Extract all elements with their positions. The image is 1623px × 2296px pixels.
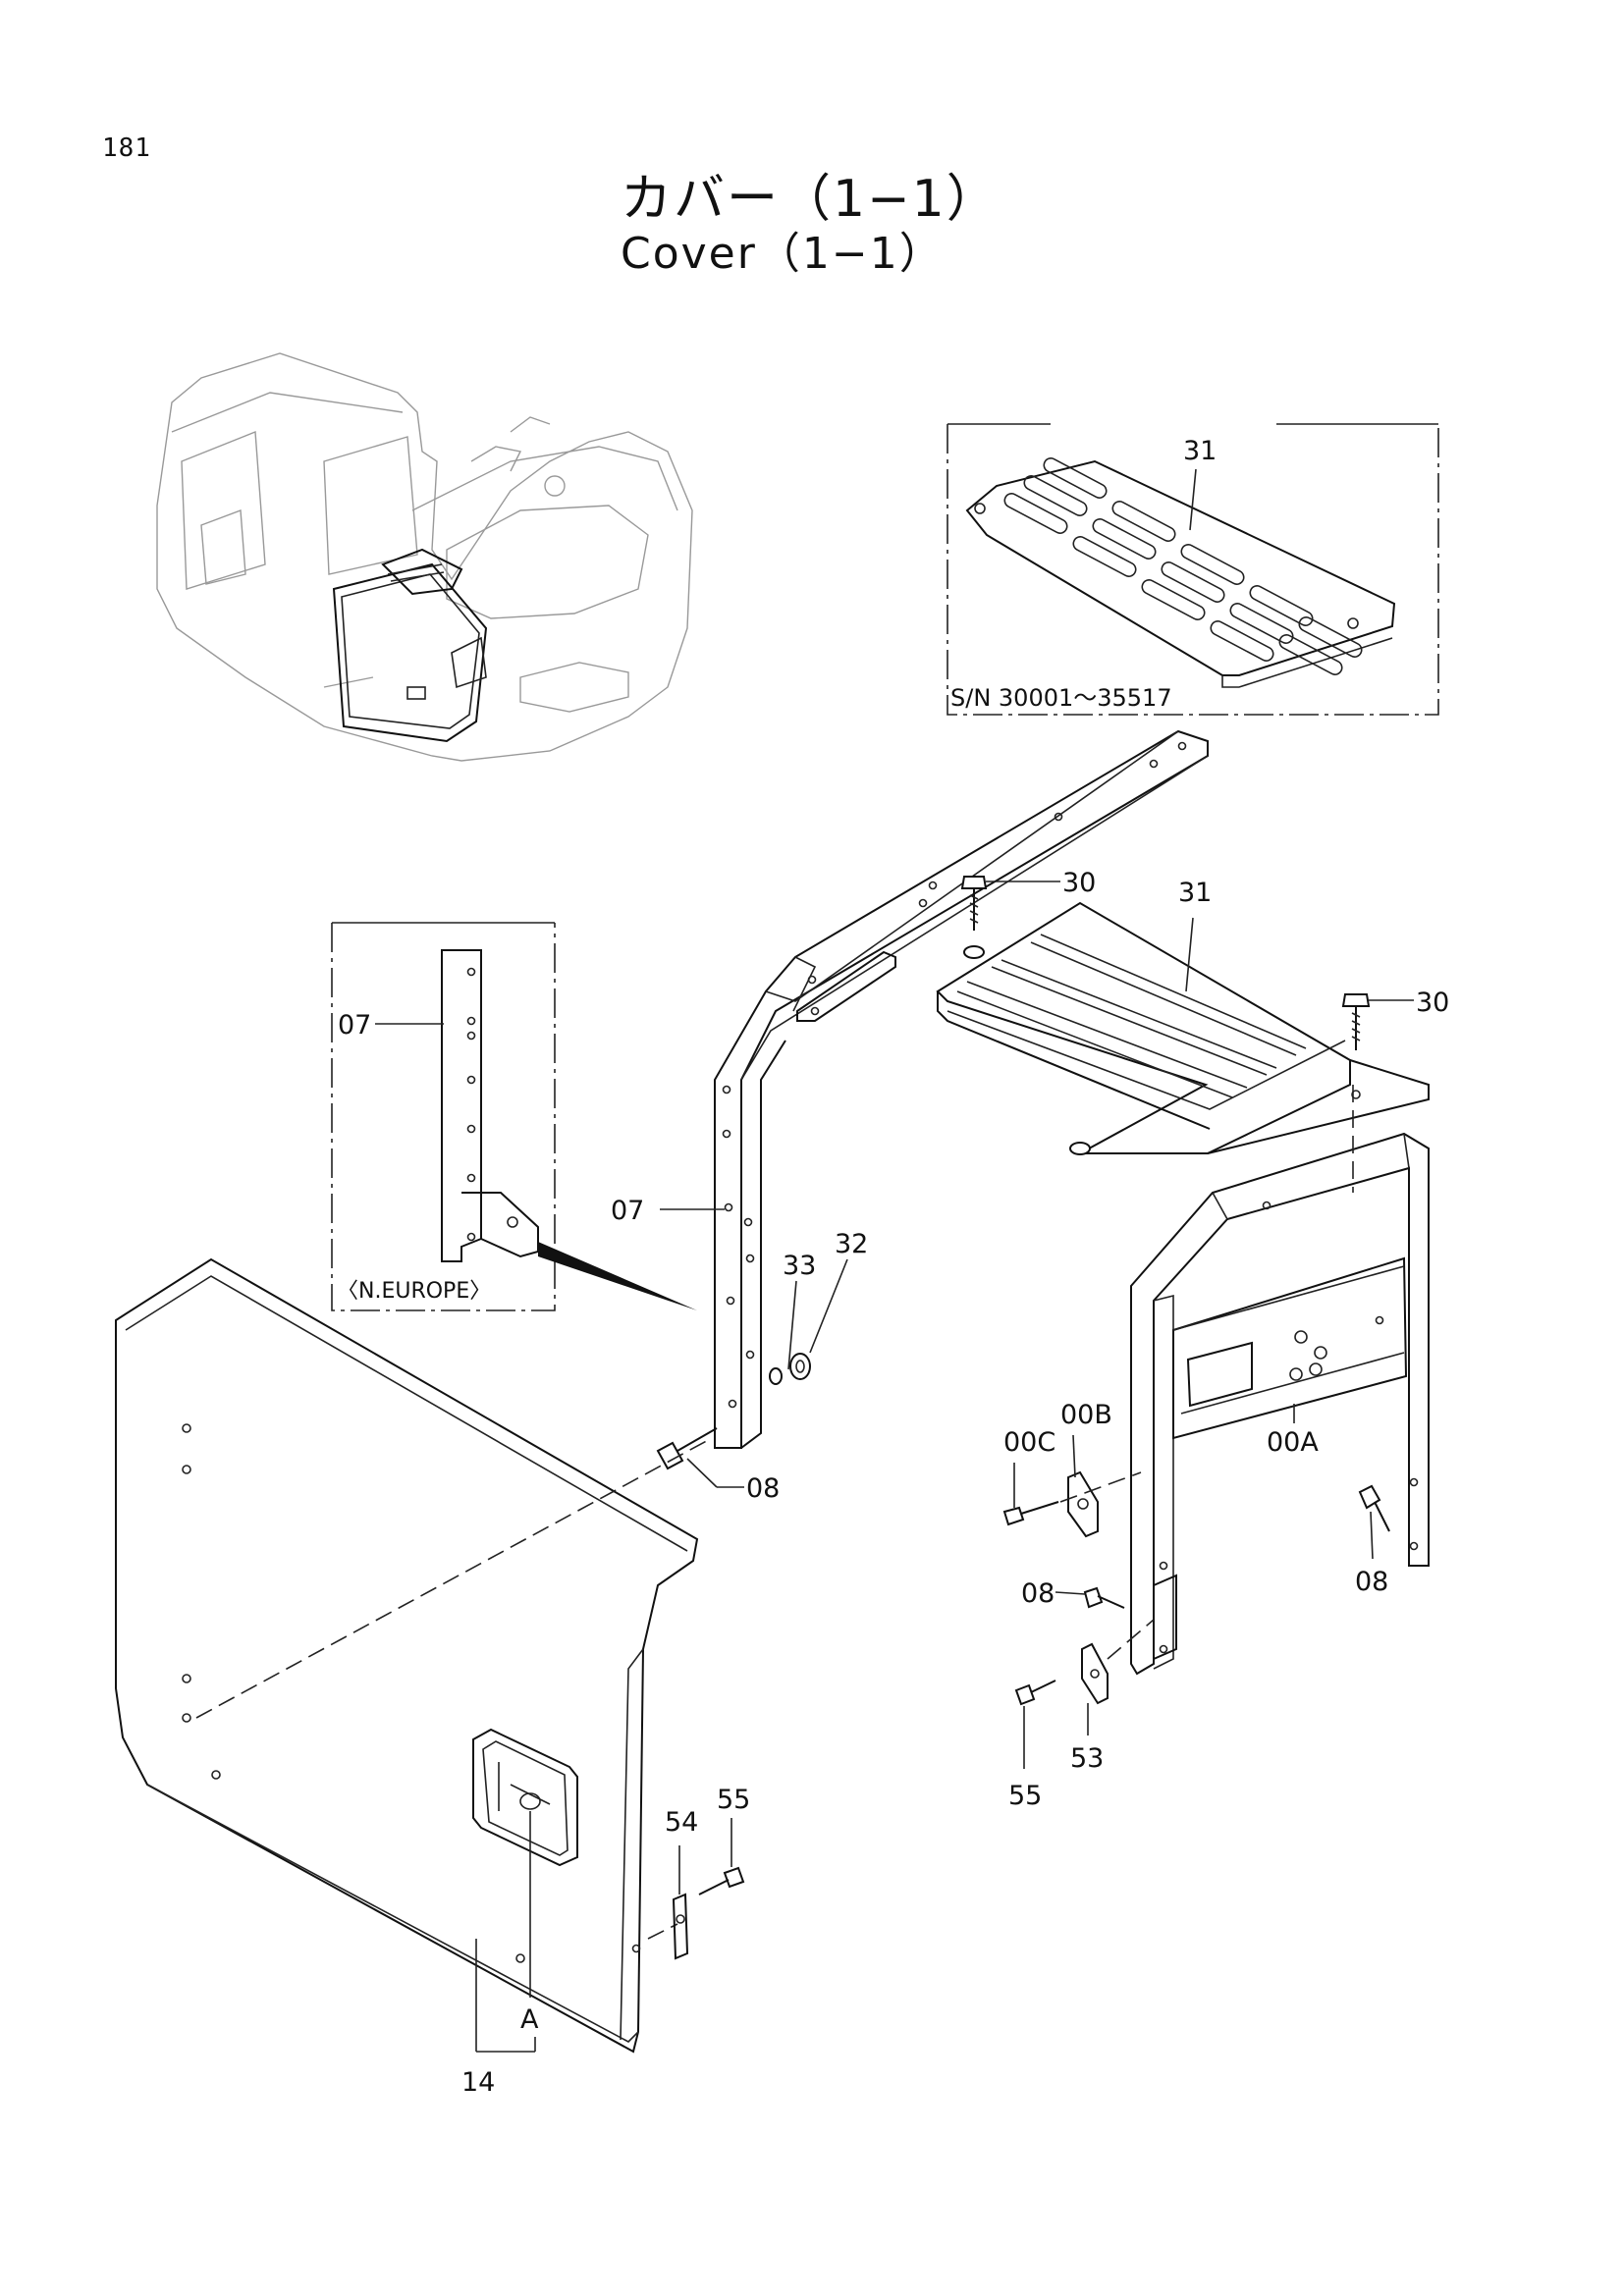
bolt-55-right <box>1014 1680 1056 1706</box>
bolt-08-left <box>656 1427 718 1470</box>
serial-inset-box <box>947 423 1439 716</box>
leader-08-middle <box>1055 1591 1086 1595</box>
callout-00C: 00C <box>1003 1427 1055 1458</box>
leader-32 <box>809 1258 848 1354</box>
callout-08-b: 08 <box>1021 1578 1055 1609</box>
callout-31-top: 31 <box>1183 436 1217 466</box>
leader-33 <box>787 1280 797 1370</box>
callout-00B: 00B <box>1060 1400 1112 1430</box>
bolt-00C <box>1002 1501 1059 1526</box>
page-title-japanese: カバー（1−1） <box>621 170 1000 229</box>
inset-pointer-wedge <box>538 1242 697 1310</box>
bolt-55-lower <box>698 1866 745 1896</box>
grating-slots <box>1003 457 1363 675</box>
callout-00A: 00A <box>1267 1427 1319 1458</box>
callout-07-inset: 07 <box>338 1010 371 1041</box>
callout-30-b: 30 <box>1416 988 1449 1018</box>
bracket-00B <box>1067 1470 1099 1538</box>
callout-55-a: 55 <box>1008 1781 1042 1811</box>
callout-53: 53 <box>1070 1743 1104 1774</box>
assembly-line-08-left <box>195 1437 713 1719</box>
cover-panel-14 <box>115 1257 699 2054</box>
callout-54: 54 <box>665 1807 698 1838</box>
callout-55-b: 55 <box>717 1785 750 1815</box>
serial-range-label: S/N 30001～35517 <box>950 684 1172 712</box>
bracket-53 <box>1081 1642 1109 1705</box>
callout-32: 32 <box>835 1229 868 1259</box>
assembly-line-00C <box>1059 1471 1142 1503</box>
region-label: 〈N.EUROPE〉 <box>337 1279 491 1304</box>
leader-31-mid <box>1185 917 1194 992</box>
assembly-line-54 <box>647 1923 678 1940</box>
leader-08-left-a <box>686 1458 718 1488</box>
leader-08-right <box>1370 1511 1374 1560</box>
excavator-overview-illustration <box>156 352 693 762</box>
support-frame-07 <box>714 729 1209 1449</box>
region-inset-box <box>331 922 556 1311</box>
bolt-30-b <box>1341 993 1371 1050</box>
callout-14: 14 <box>461 2067 495 2098</box>
grating-plate-31-top <box>965 459 1396 688</box>
assembly-line-53 <box>1107 1619 1155 1660</box>
bolt-08-right <box>1358 1484 1390 1532</box>
washer-33 <box>769 1367 783 1385</box>
leader-31-top <box>1189 468 1197 531</box>
page-number: 181 <box>102 133 151 163</box>
spacer-32 <box>789 1353 811 1380</box>
callout-A: A <box>520 2004 539 2035</box>
callout-33: 33 <box>783 1251 816 1281</box>
support-frame-07-inset <box>441 949 539 1262</box>
bolt-08-middle <box>1083 1586 1125 1609</box>
callout-08-c: 08 <box>1355 1567 1388 1597</box>
bracket-54 <box>672 1893 689 1960</box>
step-plate-31 <box>936 901 1430 1155</box>
right-frame-00A <box>1130 1132 1430 1676</box>
callout-08-a: 08 <box>746 1473 780 1504</box>
leader-00B <box>1072 1434 1076 1478</box>
callout-30-a: 30 <box>1062 868 1096 898</box>
callout-07-main: 07 <box>611 1196 644 1226</box>
callout-31-mid: 31 <box>1178 878 1212 908</box>
bolt-30-a <box>960 876 988 959</box>
page-title-english: Cover（1−1） <box>621 229 945 279</box>
